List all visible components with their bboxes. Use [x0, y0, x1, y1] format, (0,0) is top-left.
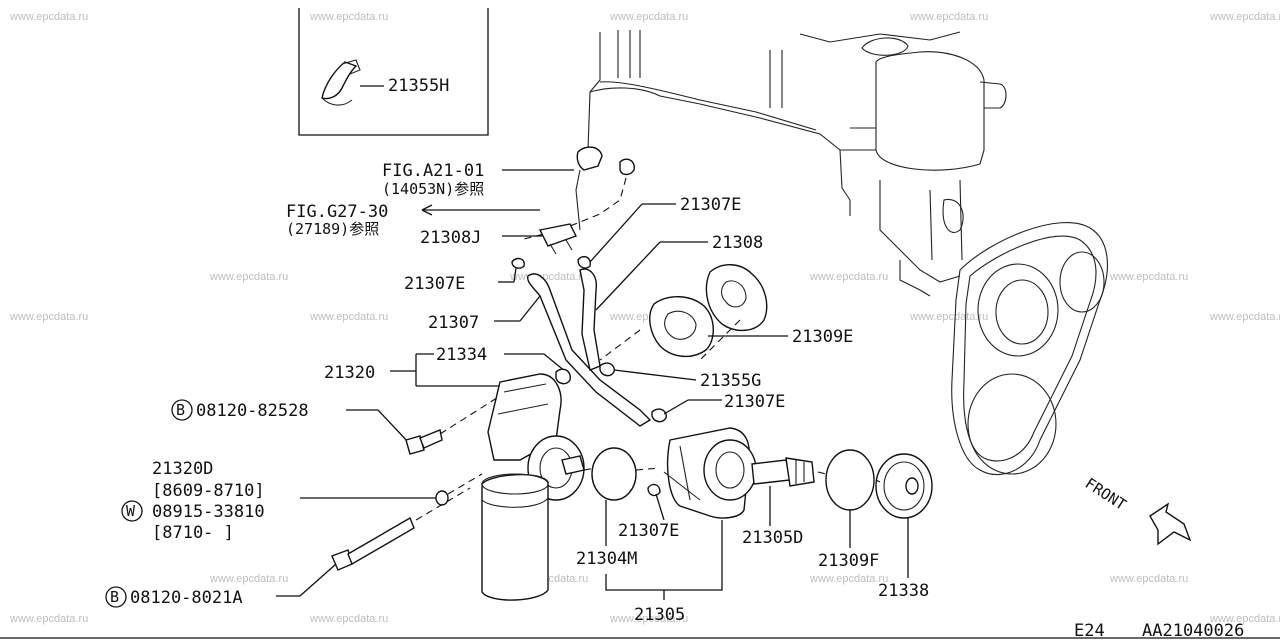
footer: E24 AA21040026 — [0, 621, 1280, 640]
watermark: www.epcdata.ru — [609, 11, 688, 23]
part-label-21334: 21334 — [436, 345, 487, 365]
part-label-21320: 21320 — [324, 363, 375, 383]
front-label: FRONT — [1082, 474, 1130, 514]
bolt-marker-b2 — [105, 586, 127, 608]
part-label-21305: 21305 — [634, 605, 685, 625]
bolt-marker-b — [171, 399, 193, 421]
footer-code: AA21040026 — [1142, 621, 1244, 640]
part-label-21307e-right: 21307E — [724, 392, 785, 412]
clamp-labels: 21355G 21307E — [599, 362, 785, 423]
gasket-21309e: 21309E — [599, 264, 853, 361]
oil-cooler-components — [583, 427, 933, 519]
fig-g27-sub: (27189)参照 — [286, 220, 379, 238]
watermark: www.epcdata.ru — [9, 311, 88, 323]
washer-marker-w — [121, 500, 143, 522]
part-label-21320d: 21320D — [152, 459, 213, 479]
watermark: www.epcdata.ru — [9, 11, 88, 23]
part-label-21355g: 21355G — [700, 371, 761, 391]
bolt-code-08120-82528: 08120-82528 — [196, 401, 309, 421]
watermark: www.epcdata.ru — [9, 613, 88, 625]
lower-labels: 21307E 21304M 21305D 21309F 21338 21305 — [576, 486, 929, 625]
part-label-21307e-left: 21307E — [404, 274, 465, 294]
watermark: www.epcdata.ru — [309, 11, 388, 23]
fig-a21-ref: FIG.A21-01 — [382, 161, 484, 181]
front-arrow-icon — [1149, 502, 1192, 546]
part-label-21308: 21308 — [712, 233, 763, 253]
bolt-code-08120-8021a: 08120-8021A — [130, 588, 243, 608]
watermark: www.epcdata.ru — [209, 573, 288, 585]
washer-marker-w-text: W — [126, 502, 136, 520]
bolt-marker-b2-text: B — [110, 588, 119, 606]
part-label-21309e: 21309E — [792, 327, 853, 347]
watermark: www.epcdata.ru — [809, 573, 888, 585]
fig-g27-ref: FIG.G27-30 — [286, 202, 388, 222]
part-label-21305d: 21305D — [742, 528, 803, 548]
belt-pulley-assembly — [951, 222, 1108, 476]
washer-range: [8710- ] — [152, 523, 234, 543]
part-label-21309f: 21309F — [818, 551, 879, 571]
footer-section: E24 — [1074, 621, 1105, 640]
fig-refs: FIG.A21-01 (14053N)参照 FIG.G27-30 (27189)… — [286, 161, 574, 238]
watermark: www.epcdata.ru — [309, 311, 388, 323]
watermark: www.epcdata.ru — [609, 613, 688, 625]
bolt-marker-b-text: B — [176, 401, 185, 419]
bolt-08120-8021a-group: B 08120-8021A — [105, 487, 471, 608]
watermark: www.epcdata.ru — [1209, 613, 1280, 625]
oil-hoses: 21307 21308 — [428, 233, 763, 427]
washer-code: 08915-33810 — [152, 502, 265, 522]
oil-filter-bracket — [481, 373, 585, 601]
watermark: www.epcdata.ru — [1109, 271, 1188, 283]
part-label-21307e-bottom: 21307E — [618, 521, 679, 541]
watermark: www.epcdata.ru — [809, 271, 888, 283]
watermark: www.epcdata.ru — [309, 613, 388, 625]
part-range-21320d: [8609-8710] — [152, 481, 265, 501]
front-indicator: FRONT — [1082, 474, 1192, 546]
watermark: www.epcdata.ru — [909, 311, 988, 323]
watermark: www.epcdata.ru — [1109, 573, 1188, 585]
washer-group: 21320D [8609-8710] W 08915-33810 [8710- … — [121, 459, 483, 543]
watermark: www.epcdata.ru — [209, 271, 288, 283]
watermark: www.epcdata.ru — [909, 11, 988, 23]
part-label-21307: 21307 — [428, 313, 479, 333]
watermark: www.epcdata.ru — [509, 271, 588, 283]
part-label-21355h: 21355H — [388, 76, 449, 96]
part-label-21307e-top: 21307E — [680, 195, 741, 215]
watermark: www.epcdata.ru — [1209, 311, 1280, 323]
watermark: www.epcdata.ru — [1209, 11, 1280, 23]
inset-21355h: 21355H — [298, 8, 489, 136]
engine-block — [587, 30, 1007, 297]
bolt-08120-82528-group: B 08120-82528 — [171, 395, 501, 455]
upper-fittings: 21307E 21308J 21307E — [404, 146, 741, 294]
bracket-labels: 21320 21334 — [324, 345, 571, 387]
part-label-21338: 21338 — [878, 581, 929, 601]
part-label-21304m: 21304M — [576, 549, 637, 569]
part-label-21308j: 21308J — [420, 228, 481, 248]
fig-a21-sub: (14053N)参照 — [382, 180, 484, 198]
